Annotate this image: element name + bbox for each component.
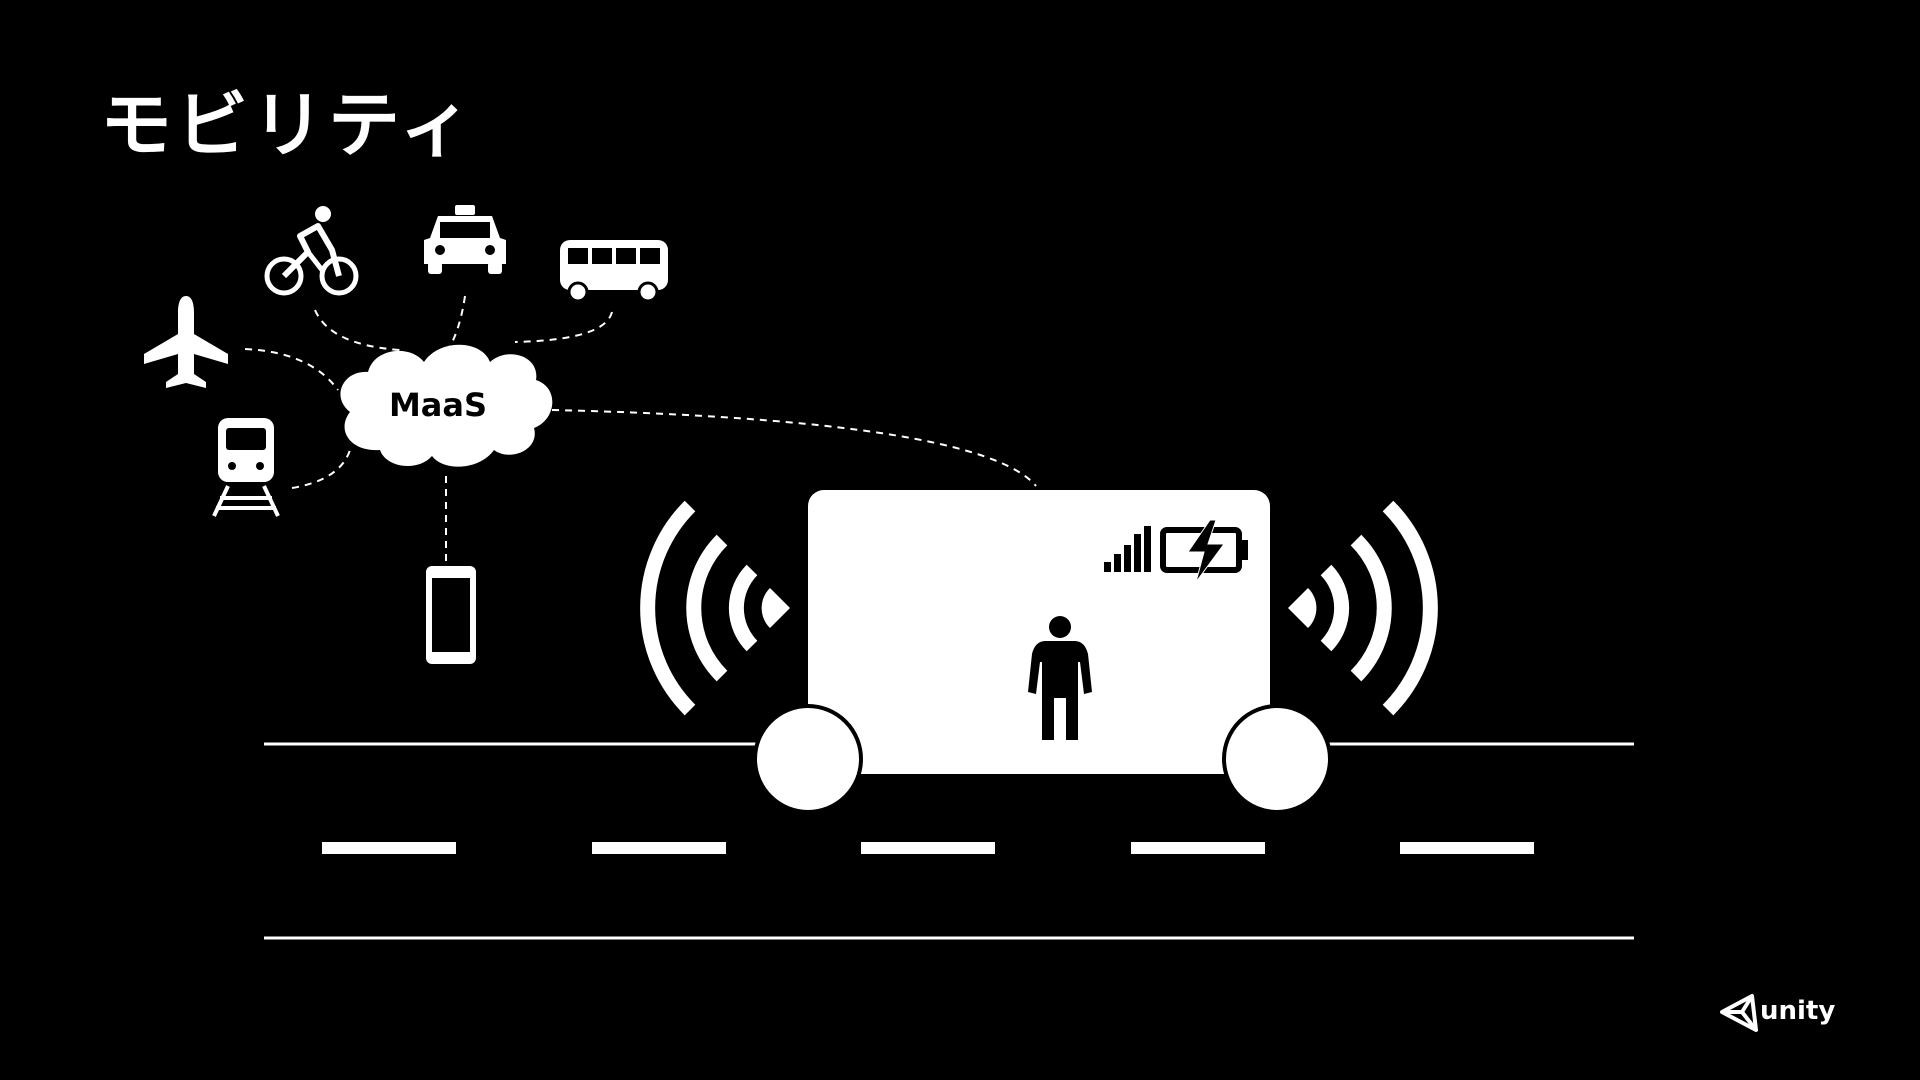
vehicle (753, 490, 1332, 814)
connector-taxi (447, 295, 466, 351)
signal-bars-icon (1104, 526, 1151, 572)
bicycle-icon (264, 206, 359, 296)
wheel-right (1222, 704, 1332, 814)
lane-dash (1400, 842, 1534, 854)
unity-logo-text: unity (1760, 996, 1836, 1026)
person-icon (1028, 616, 1092, 740)
taxi-icon (424, 205, 506, 274)
connector-bus (514, 311, 613, 343)
connector-bike (314, 309, 401, 351)
lane-dash (322, 842, 456, 854)
wheel-left (753, 704, 863, 814)
connector-vehicle (551, 409, 1037, 487)
train-icon (212, 418, 280, 517)
maas-label: MaaS (389, 386, 487, 424)
lane-dash (592, 842, 726, 854)
slide-title: モビリティ (100, 83, 476, 167)
connector-train (291, 449, 351, 489)
lane-dash (1131, 842, 1265, 854)
unity-logo-icon (1720, 994, 1758, 1032)
sensor-waves-left-icon (640, 500, 790, 716)
road (264, 742, 1634, 940)
sensor-waves-right-icon (1288, 500, 1438, 716)
lane-dash (861, 842, 995, 854)
smartphone-icon (426, 566, 476, 664)
maas-cloud: MaaS (340, 344, 553, 467)
connector-plane (244, 348, 339, 391)
battery-charging-icon (1160, 519, 1248, 583)
bus-icon (560, 240, 668, 303)
airplane-icon (144, 296, 228, 388)
vehicle-body (808, 490, 1270, 774)
